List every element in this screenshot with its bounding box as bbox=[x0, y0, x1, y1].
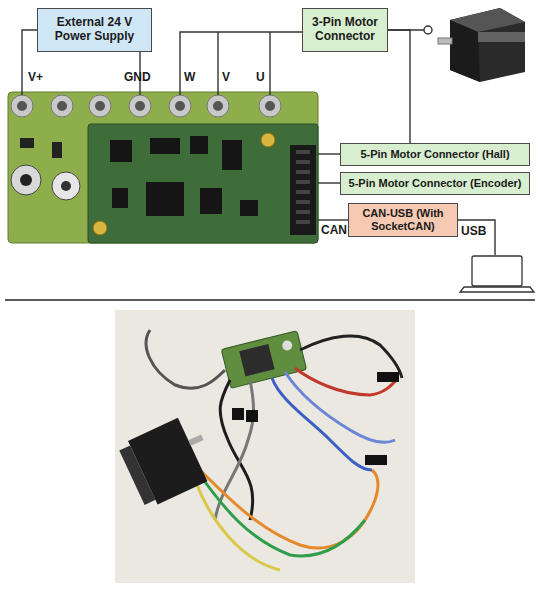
terminal-label: V+ bbox=[28, 70, 43, 84]
pcb-board bbox=[8, 92, 318, 243]
daughter-board bbox=[88, 124, 318, 243]
box-label: 3-Pin Motor Connector bbox=[306, 16, 384, 44]
connector-box: 3-Pin Motor Connector bbox=[302, 8, 388, 52]
separator-line bbox=[5, 299, 535, 301]
board-connector bbox=[290, 145, 316, 235]
power-supply-box: External 24 V Power Supply bbox=[37, 8, 152, 52]
stepper-motor bbox=[438, 8, 525, 82]
signal-label: CAN bbox=[321, 223, 347, 237]
terminal-blocks bbox=[11, 95, 281, 117]
adapter-box: CAN-USB (With SocketCAN) bbox=[348, 203, 458, 237]
capacitor bbox=[52, 172, 80, 200]
mounting-hole bbox=[93, 221, 107, 235]
signal-label: USB bbox=[461, 224, 486, 238]
mounting-hole bbox=[261, 133, 275, 147]
junction-circle bbox=[424, 26, 432, 34]
terminal-label: W bbox=[184, 70, 195, 84]
capacitor bbox=[11, 165, 41, 195]
box-label: External 24 V Power Supply bbox=[41, 16, 148, 44]
connector-line bbox=[388, 30, 410, 143]
chips bbox=[110, 136, 258, 216]
box-label: 5-Pin Motor Connector (Encoder) bbox=[349, 177, 522, 190]
capacitor-top bbox=[20, 174, 32, 186]
setup-photo bbox=[115, 310, 415, 583]
connector-box: 5-Pin Motor Connector (Encoder) bbox=[340, 172, 530, 195]
terminal-label: U bbox=[256, 70, 265, 84]
connector-pins bbox=[296, 150, 310, 224]
box-label: CAN-USB (With SocketCAN) bbox=[352, 207, 454, 232]
terminal-label: V bbox=[222, 70, 230, 84]
box-label: 5-Pin Motor Connector (Hall) bbox=[360, 148, 509, 161]
chip bbox=[20, 138, 34, 148]
connector-box: 5-Pin Motor Connector (Hall) bbox=[340, 143, 530, 166]
laptop-icon bbox=[460, 256, 534, 292]
capacitor-top bbox=[61, 181, 71, 191]
chip bbox=[52, 142, 62, 158]
terminal-label: GND bbox=[124, 70, 151, 84]
terminal-screws bbox=[17, 101, 275, 111]
